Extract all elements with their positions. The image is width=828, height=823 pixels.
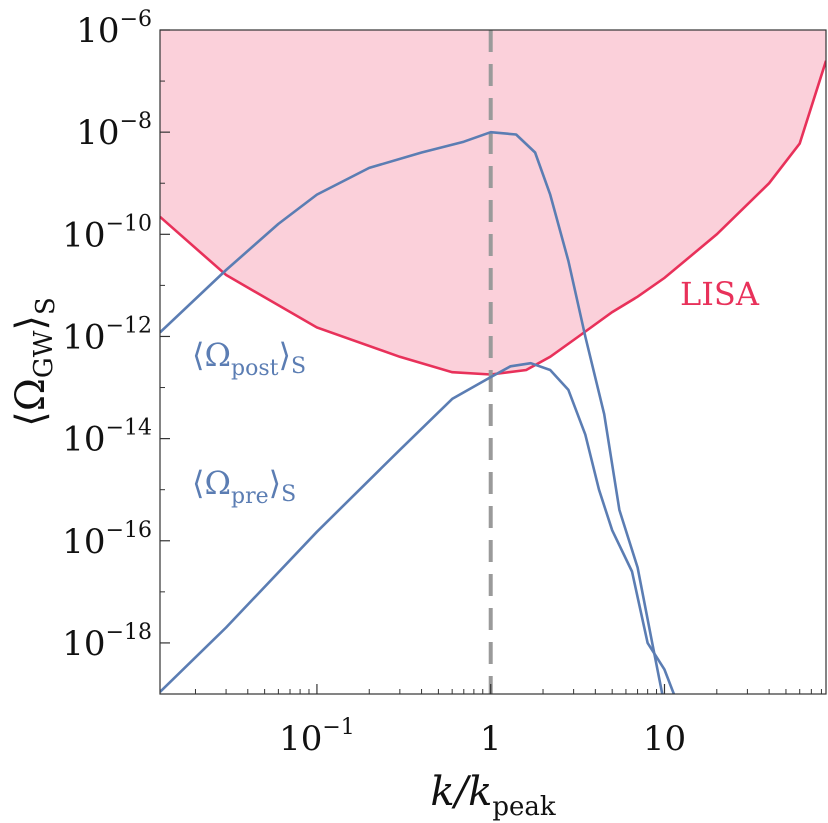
y-tick-label: 10−14 — [62, 416, 152, 460]
y-tick-label: 10−8 — [76, 109, 152, 153]
post-series-label: ⟨Ωpost⟩S — [192, 336, 306, 381]
plot-frame — [159, 29, 827, 695]
y-tick-label: 10−16 — [62, 518, 152, 562]
y-tick-label: 10−12 — [62, 313, 152, 357]
y-tick-label: 10−6 — [76, 7, 152, 51]
pre-spectrum-curve — [160, 361, 676, 694]
lisa-label: LISA — [680, 275, 760, 313]
plot-area — [160, 30, 826, 694]
post-spectrum-curve — [160, 130, 664, 694]
y-tick-label: 10−18 — [62, 620, 152, 664]
y-axis-ticks: 10−6 10−8 10−10 10−12 10−14 10−16 10−18 — [62, 7, 170, 695]
x-axis-label: k/kpeak — [430, 769, 555, 822]
x-tick-label: 1 — [480, 719, 502, 759]
lisa-sensitivity-fill — [160, 30, 826, 375]
x-tick-label: 10−1 — [279, 715, 355, 759]
y-axis-label: ⟨ΩGW⟩S — [8, 297, 61, 427]
y-tick-label: 10−10 — [62, 211, 152, 255]
pre-series-label: ⟨Ωpre⟩S — [192, 464, 296, 509]
x-tick-label: 10 — [643, 719, 686, 759]
lisa-curve — [160, 60, 826, 376]
x-axis-ticks: 10−1 1 10 — [194, 684, 822, 759]
